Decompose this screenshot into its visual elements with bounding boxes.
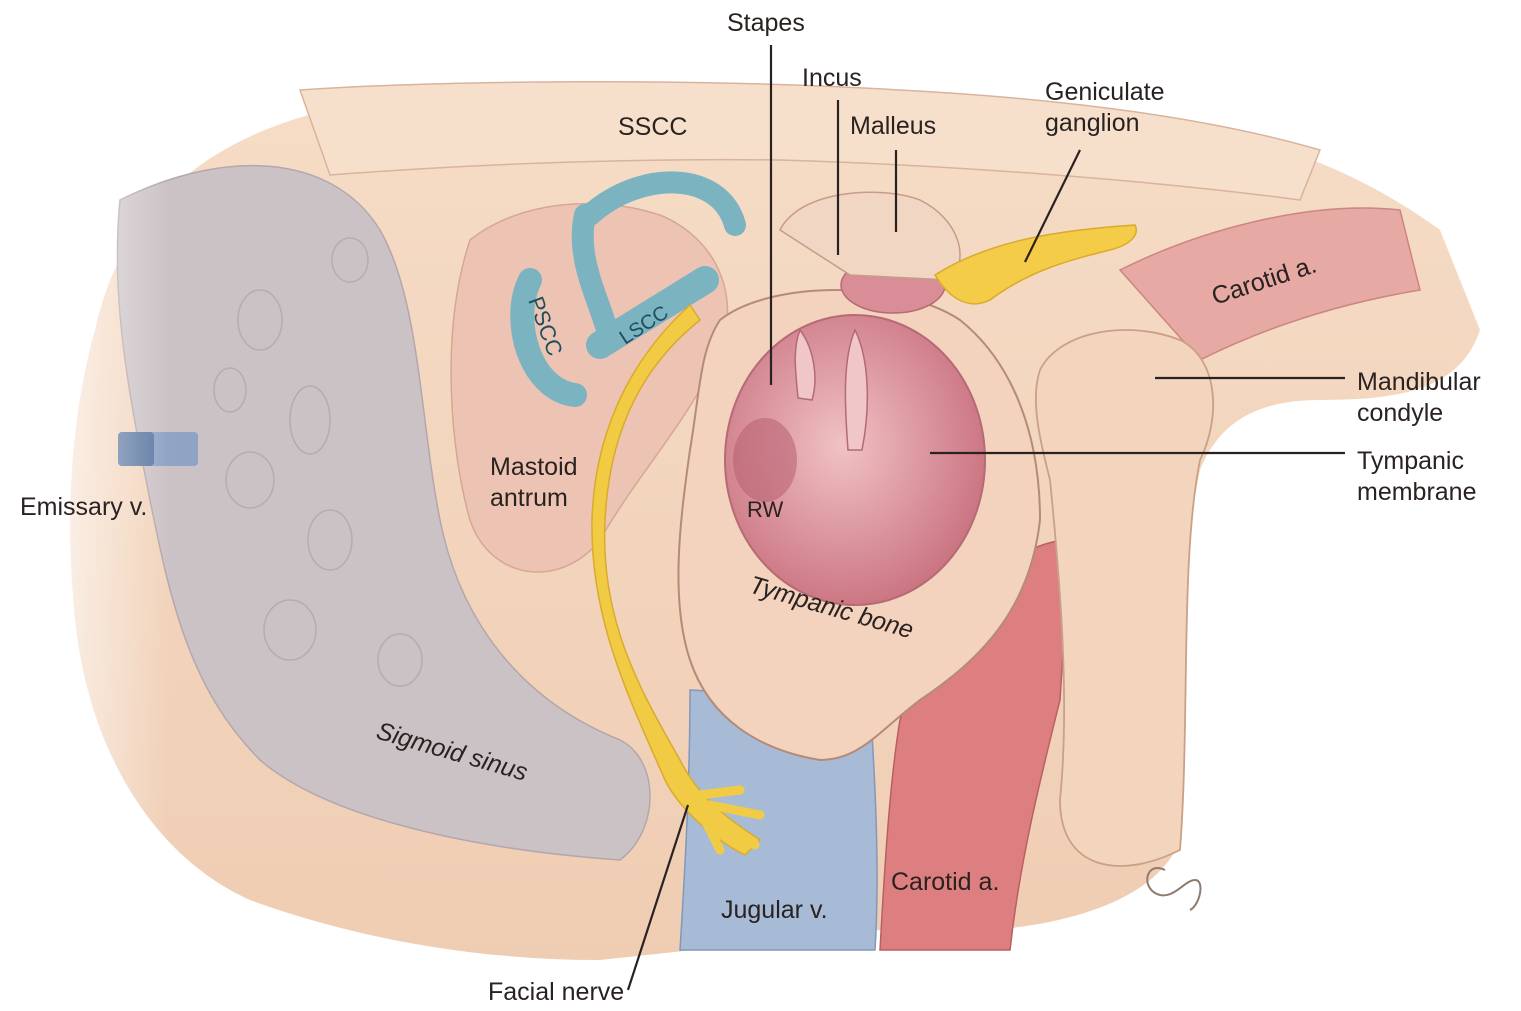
label-carotid-lower: Carotid a. <box>891 868 999 896</box>
label-emissary: Emissary v. <box>20 493 147 521</box>
round-window <box>733 418 797 502</box>
label-rw: RW <box>747 497 783 522</box>
label-tympanic-membrane-1: Tympanic <box>1357 447 1464 475</box>
label-jugular: Jugular v. <box>721 896 828 924</box>
label-facial-nerve: Facial nerve <box>488 978 624 1006</box>
label-tympanic-membrane-2: membrane <box>1357 478 1477 506</box>
label-mastoid-1: Mastoid <box>490 453 578 481</box>
label-sscc: SSCC <box>618 113 687 141</box>
label-geniculate-1: Geniculate <box>1045 78 1165 106</box>
mandibular-condyle <box>1036 330 1213 866</box>
label-stapes: Stapes <box>727 9 805 37</box>
label-mandibular-1: Mandibular <box>1357 368 1481 396</box>
label-malleus: Malleus <box>850 112 936 140</box>
label-incus: Incus <box>802 64 862 92</box>
label-geniculate-2: ganglion <box>1045 109 1140 137</box>
label-mandibular-2: condyle <box>1357 399 1443 427</box>
label-mastoid-2: antrum <box>490 484 568 512</box>
